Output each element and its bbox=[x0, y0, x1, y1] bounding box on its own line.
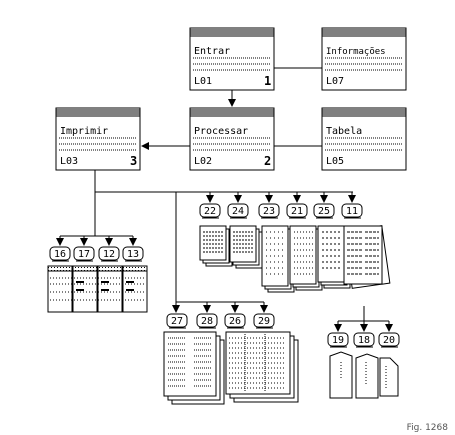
badge-21: 21 bbox=[286, 203, 308, 219]
document-stack-21 bbox=[289, 225, 323, 291]
badge-16: 16 bbox=[49, 246, 71, 262]
box-informacoes-header-stripes bbox=[322, 29, 406, 37]
badge-label: 23 bbox=[263, 206, 275, 217]
box-entrar: Entrar L01 1 bbox=[189, 27, 275, 91]
envelope-19 bbox=[329, 351, 353, 399]
document-stack-27-28 bbox=[163, 331, 225, 405]
badge-label: 13 bbox=[127, 249, 139, 260]
box-imprimir-code: L03 bbox=[60, 156, 78, 167]
box-entrar-number: 1 bbox=[264, 74, 271, 88]
badge-25: 25 bbox=[313, 203, 335, 219]
box-tabela: Tabela L05 bbox=[321, 107, 407, 171]
badge-17: 17 bbox=[73, 246, 95, 262]
badge-24: 24 bbox=[227, 203, 249, 219]
box-imprimir-number: 3 bbox=[130, 154, 137, 168]
documents-group-a bbox=[199, 225, 391, 293]
envelope-20 bbox=[379, 357, 399, 397]
figure-caption: Fig. 1268 bbox=[407, 423, 449, 433]
badge-12: 12 bbox=[98, 246, 120, 262]
box-imprimir-header-stripes bbox=[56, 109, 140, 117]
badge-label: 20 bbox=[383, 335, 395, 346]
badge-label: 27 bbox=[171, 316, 183, 327]
envelope-18 bbox=[355, 353, 379, 399]
connectors bbox=[56, 67, 393, 332]
badge-label: 22 bbox=[204, 206, 216, 217]
badge-26: 26 bbox=[224, 313, 246, 329]
envelopes-group-d bbox=[329, 351, 399, 399]
badge-label: 21 bbox=[291, 206, 303, 217]
badge-label: 29 bbox=[258, 316, 270, 327]
document-stack-23 bbox=[261, 225, 295, 293]
box-imprimir: Imprimir L03 3 bbox=[55, 107, 141, 171]
badge-11: 11 bbox=[341, 203, 363, 219]
badge-13: 13 bbox=[122, 246, 144, 262]
documents-group-c bbox=[163, 331, 299, 405]
badge-23: 23 bbox=[258, 203, 280, 219]
document-stack-22 bbox=[199, 225, 233, 267]
box-tabela-header-stripes bbox=[322, 109, 406, 117]
document-stack-26-29 bbox=[225, 331, 299, 403]
box-informacoes: Informações L07 bbox=[321, 27, 407, 91]
cards-group-b bbox=[47, 265, 148, 313]
box-processar-code: L02 bbox=[194, 156, 212, 167]
box-tabela-code: L05 bbox=[326, 156, 344, 167]
badge-label: 16 bbox=[54, 249, 66, 260]
badge-layer: 22 24 23 21 25 11 16 17 12 13 27 28 26 29 19 18 20 bbox=[49, 203, 400, 348]
box-processar-header-stripes bbox=[190, 109, 274, 117]
box-tabela-title: Tabela bbox=[326, 126, 362, 137]
badge-20: 20 bbox=[378, 332, 400, 348]
badge-18: 18 bbox=[353, 332, 375, 348]
badge-19: 19 bbox=[327, 332, 349, 348]
document-sheet-11 bbox=[343, 225, 391, 289]
badge-28: 28 bbox=[196, 313, 218, 329]
badge-label: 18 bbox=[358, 335, 370, 346]
box-imprimir-title: Imprimir bbox=[60, 126, 108, 137]
box-processar-number: 2 bbox=[264, 154, 271, 168]
badge-label: 17 bbox=[78, 249, 90, 260]
badge-label: 11 bbox=[346, 206, 358, 217]
box-informacoes-code: L07 bbox=[326, 76, 344, 87]
badge-label: 25 bbox=[318, 206, 330, 217]
badge-label: 12 bbox=[103, 249, 115, 260]
badge-label: 26 bbox=[229, 316, 241, 327]
box-entrar-title: Entrar bbox=[194, 46, 230, 57]
badge-27: 27 bbox=[166, 313, 188, 329]
box-informacoes-title: Informações bbox=[326, 47, 386, 57]
badge-29: 29 bbox=[253, 313, 275, 329]
badge-label: 19 bbox=[332, 335, 344, 346]
box-entrar-header-stripes bbox=[190, 29, 274, 37]
badge-22: 22 bbox=[199, 203, 221, 219]
box-processar-title: Processar bbox=[194, 126, 248, 137]
badge-label: 24 bbox=[232, 206, 244, 217]
badge-label: 28 bbox=[201, 316, 213, 327]
card-16 bbox=[47, 265, 73, 313]
document-stack-24 bbox=[229, 225, 263, 269]
box-processar: Processar L02 2 bbox=[189, 107, 275, 171]
box-entrar-code: L01 bbox=[194, 76, 212, 87]
